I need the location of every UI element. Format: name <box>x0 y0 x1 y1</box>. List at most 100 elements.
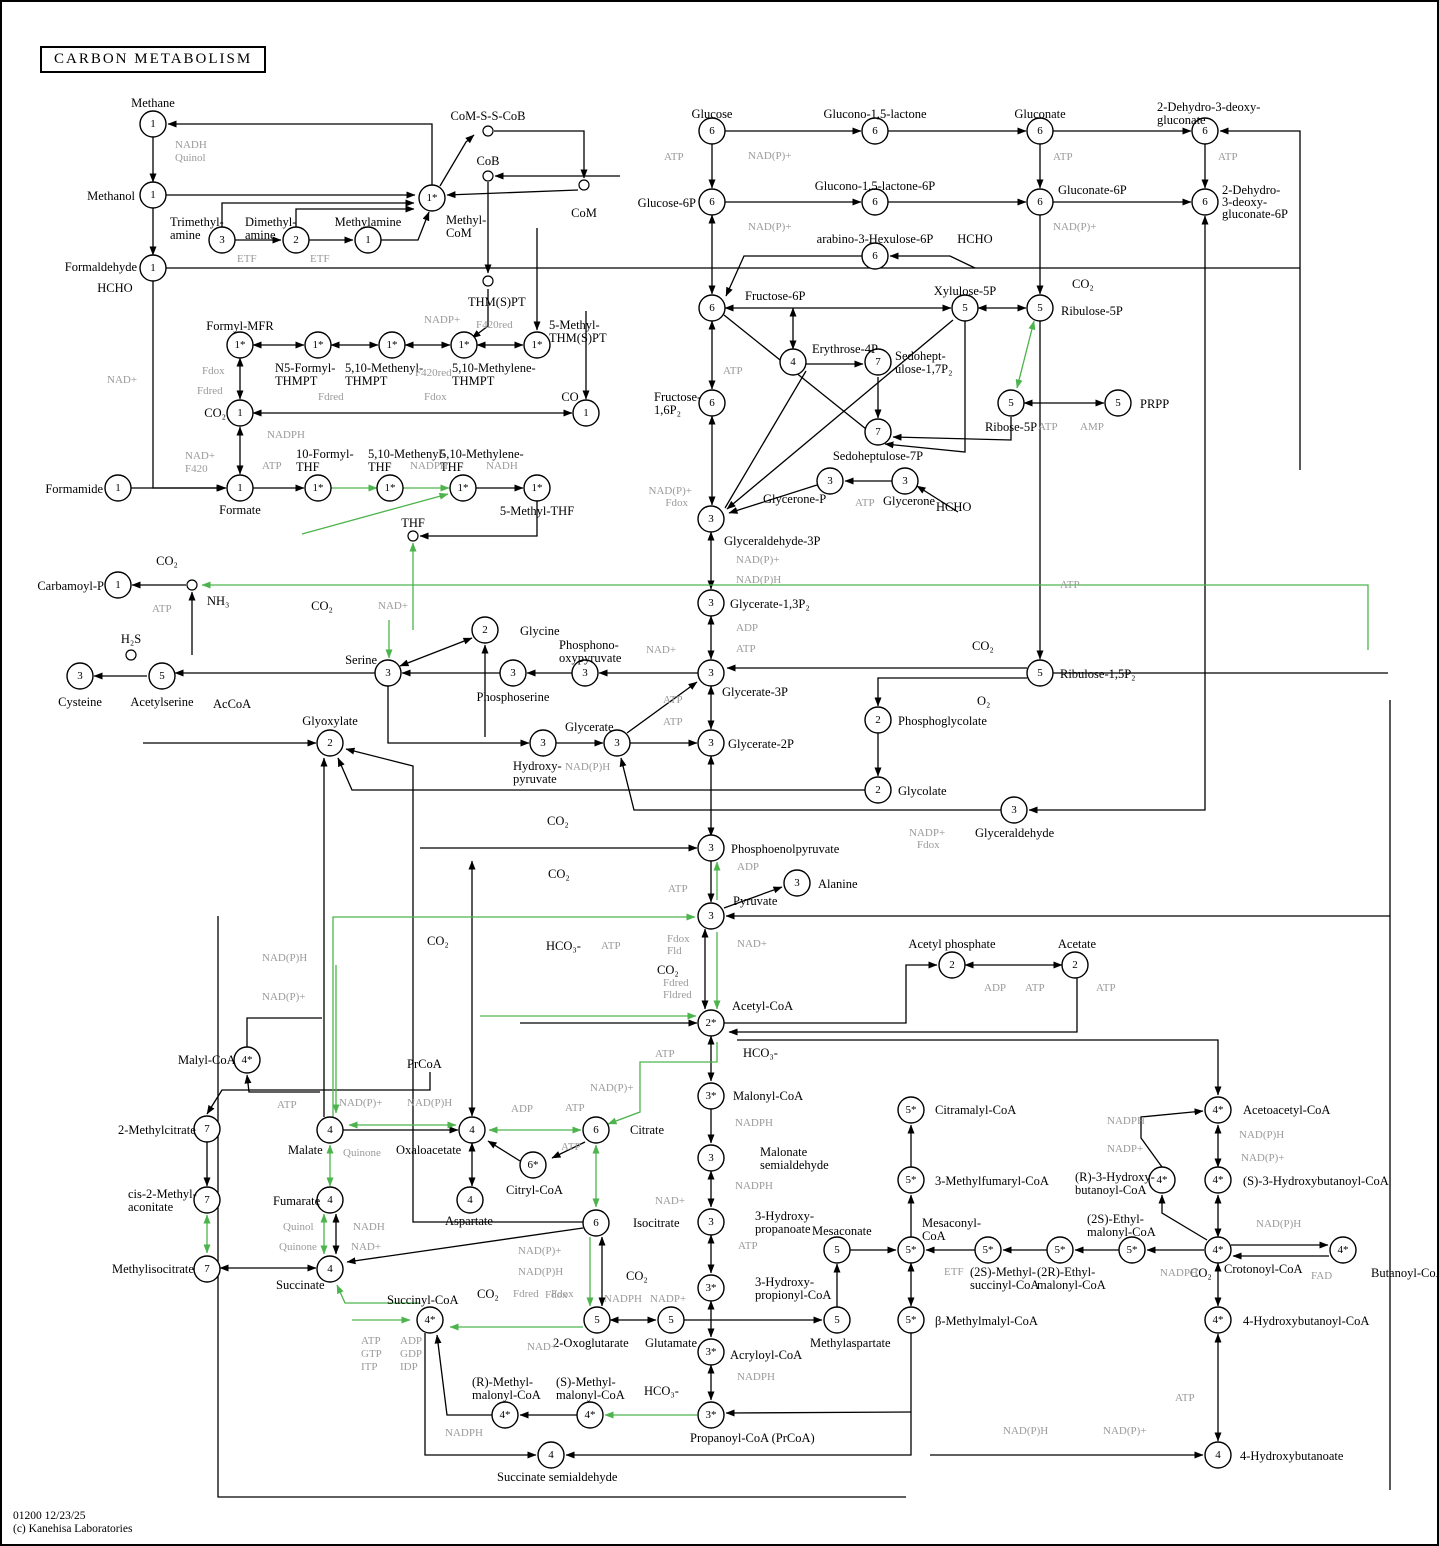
node-glycine[interactable]: 2 <box>471 616 499 644</box>
node-ribose-5p[interactable]: 5 <box>997 389 1025 417</box>
node-glycerone-p[interactable]: 3 <box>816 467 844 495</box>
node-glucose[interactable]: 6 <box>698 117 726 145</box>
node-succinyl-coa[interactable]: 4* <box>416 1306 444 1334</box>
node-xylulose-5p[interactable]: 5 <box>951 294 979 322</box>
node-pep[interactable]: 3 <box>697 834 725 862</box>
node-succinate-semialdehyde[interactable]: 4 <box>537 1441 565 1469</box>
node-alanine[interactable]: 3 <box>783 869 811 897</box>
node-glycerate-13p2[interactable]: 3 <box>697 589 725 617</box>
node-glycerate[interactable]: 3 <box>603 729 631 757</box>
node-ribulose-5p[interactable]: 5 <box>1026 294 1054 322</box>
node-methylamine[interactable]: 1 <box>354 226 382 254</box>
node-mesaconate[interactable]: 5 <box>823 1236 851 1264</box>
node-r-methylmalonyl-coa[interactable]: 4* <box>491 1401 519 1429</box>
node-formaldehyde[interactable]: 1 <box>139 254 167 282</box>
node-malonyl-coa[interactable]: 3* <box>697 1082 725 1110</box>
node-glyceraldehyde[interactable]: 3 <box>1000 796 1028 824</box>
node-acetoacetyl-coa[interactable]: 4* <box>1204 1096 1232 1124</box>
node-methane[interactable]: 1 <box>139 110 167 138</box>
node-methylcitrate[interactable]: 7 <box>193 1115 221 1143</box>
node-formyl-mfr[interactable]: 1* <box>226 331 254 359</box>
node-phosphono-oxypyruvate[interactable]: 3 <box>571 659 599 687</box>
node-methylsuccinyl-coa[interactable]: 5* <box>974 1236 1002 1264</box>
node-sedoheptulose-17p2[interactable]: 7 <box>864 348 892 376</box>
node-butanoyl-coa[interactable]: 4* <box>1329 1236 1357 1264</box>
node-aspartate[interactable]: 4 <box>456 1186 484 1214</box>
node-phosphoglycolate[interactable]: 2 <box>864 706 892 734</box>
node-sedoheptulose-7p[interactable]: 7 <box>864 418 892 446</box>
node-beta-methylmalyl-coa[interactable]: 5* <box>897 1306 925 1334</box>
node-methyl-com[interactable]: 1* <box>418 184 446 212</box>
node-oxaloacetate[interactable]: 4 <box>458 1116 486 1144</box>
node-isocitrate[interactable]: 6 <box>582 1209 610 1237</box>
node-oxoglutarate[interactable]: 5 <box>583 1306 611 1334</box>
node-glycerone[interactable]: 3 <box>891 467 919 495</box>
node-dehydro-deoxy-gluconate-6p[interactable]: 6 <box>1191 188 1219 216</box>
node-propanoyl-coa[interactable]: 3* <box>697 1401 725 1429</box>
node-cysteine[interactable]: 3 <box>66 662 94 690</box>
node-methyl-thmspt[interactable]: 1* <box>523 331 551 359</box>
node-glucono-lactone-6p[interactable]: 6 <box>861 188 889 216</box>
node-gluconate[interactable]: 6 <box>1026 117 1054 145</box>
node-hydroxybutanoate-4[interactable]: 4 <box>1204 1441 1232 1469</box>
node-glycolate[interactable]: 2 <box>864 776 892 804</box>
node-co[interactable]: 1 <box>572 399 600 427</box>
node-fructose-6p[interactable]: 6 <box>698 294 726 322</box>
node-s-methylmalonyl-coa[interactable]: 4* <box>576 1401 604 1429</box>
node-malonate-semialdehyde[interactable]: 3 <box>697 1144 725 1172</box>
node-malyl-coa[interactable]: 4* <box>233 1046 261 1074</box>
node-phosphoserine[interactable]: 3 <box>499 659 527 687</box>
node-com-node[interactable] <box>578 179 590 191</box>
node-glucose-6p[interactable]: 6 <box>698 188 726 216</box>
node-formamide[interactable]: 1 <box>104 474 132 502</box>
node-methenyl-thf[interactable]: 1* <box>376 474 404 502</box>
node-com-s-s-cob[interactable] <box>482 125 494 137</box>
node-carbamoyl-p[interactable]: 1 <box>104 571 132 599</box>
node-methylene-thmpt[interactable]: 1* <box>450 331 478 359</box>
node-methylaspartate[interactable]: 5 <box>823 1306 851 1334</box>
node-methylfumaryl-coa[interactable]: 5* <box>897 1166 925 1194</box>
node-fumarate[interactable]: 4 <box>316 1186 344 1214</box>
node-glucono-lactone[interactable]: 6 <box>861 117 889 145</box>
node-acetate[interactable]: 2 <box>1061 951 1089 979</box>
node-citryl-coa[interactable]: 6* <box>519 1151 547 1179</box>
node-gluconate-6p[interactable]: 6 <box>1026 188 1054 216</box>
node-thf-node[interactable] <box>407 530 419 542</box>
node-citrate[interactable]: 6 <box>582 1116 610 1144</box>
node-erythrose-4p[interactable]: 4 <box>779 348 807 376</box>
node-cis-methylaconitate[interactable]: 7 <box>193 1186 221 1214</box>
node-mesaconyl-coa[interactable]: 5* <box>897 1236 925 1264</box>
node-hydroxypropanoate[interactable]: 3 <box>697 1208 725 1236</box>
node-h2s[interactable] <box>125 649 137 661</box>
node-malate[interactable]: 4 <box>316 1116 344 1144</box>
node-glycerate-3p[interactable]: 3 <box>697 659 725 687</box>
node-hydroxypropionyl-coa[interactable]: 3* <box>697 1274 725 1302</box>
node-thm-s-pt[interactable] <box>482 275 494 287</box>
node-glycerate-2p[interactable]: 3 <box>697 729 725 757</box>
node-glyceraldehyde-3p[interactable]: 3 <box>697 505 725 533</box>
node-citramalyl-coa[interactable]: 5* <box>897 1096 925 1124</box>
node-methylene-thf[interactable]: 1* <box>449 474 477 502</box>
node-ribulose-15p2[interactable]: 5 <box>1026 659 1054 687</box>
node-trimethylamine[interactable]: 3 <box>208 226 236 254</box>
node-dimethylamine[interactable]: 2 <box>282 226 310 254</box>
node-succinate[interactable]: 4 <box>316 1255 344 1283</box>
node-r-hydroxybutanoyl-coa[interactable]: 4* <box>1148 1166 1176 1194</box>
node-formate[interactable]: 1 <box>226 474 254 502</box>
node-methyl-thf[interactable]: 1* <box>523 474 551 502</box>
node-hydroxybutanoyl-coa-4[interactable]: 4* <box>1204 1306 1232 1334</box>
node-n5-formyl-thmpt[interactable]: 1* <box>304 331 332 359</box>
node-glutamate[interactable]: 5 <box>657 1306 685 1334</box>
node-nh3[interactable] <box>186 579 198 591</box>
node-cob[interactable] <box>482 170 494 182</box>
node-fructose-16p2[interactable]: 6 <box>698 389 726 417</box>
node-acryloyl-coa[interactable]: 3* <box>697 1338 725 1366</box>
node-r-ethylmalonyl-coa[interactable]: 5* <box>1046 1236 1074 1264</box>
node-formyl-thf[interactable]: 1* <box>304 474 332 502</box>
node-methanol[interactable]: 1 <box>139 181 167 209</box>
node-s-ethylmalonyl-coa[interactable]: 5* <box>1118 1236 1146 1264</box>
node-methenyl-thmpt[interactable]: 1* <box>378 331 406 359</box>
node-arabino-hexulose-6p[interactable]: 6 <box>861 242 889 270</box>
node-co2-c1[interactable]: 1 <box>226 399 254 427</box>
node-acetyl-phosphate[interactable]: 2 <box>938 951 966 979</box>
